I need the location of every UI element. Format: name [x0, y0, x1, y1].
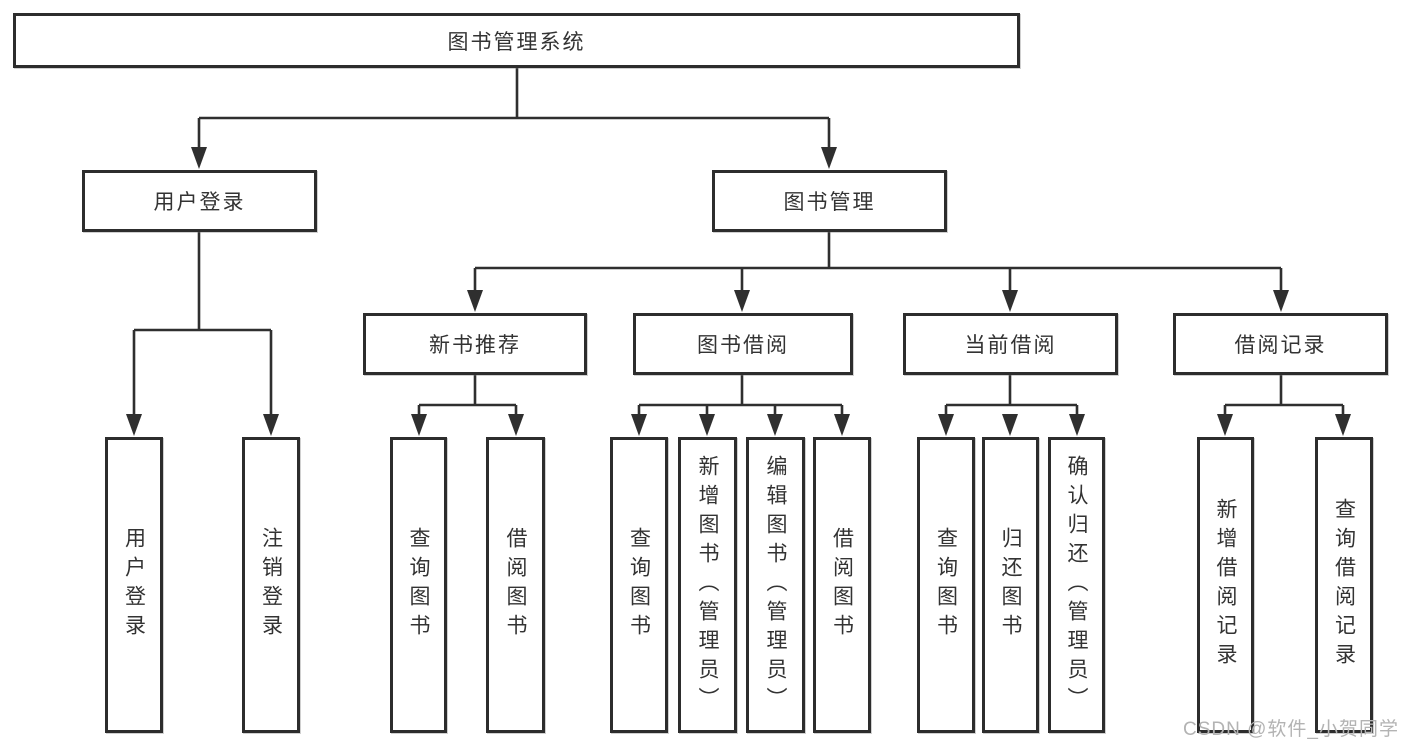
leaf-borrow-books-borrowing-label: 借阅图书 [830, 527, 854, 643]
leaf-logout: 注销登录 [242, 437, 300, 733]
leaf-add-books-admin: 新增图书（管理员） [678, 437, 737, 733]
leaf-query-books-borrowing-label: 查询图书 [627, 527, 651, 643]
leaf-confirm-return-admin-label: 确认归还（管理员） [1065, 454, 1088, 716]
leaf-borrow-books-newbooks: 借阅图书 [486, 437, 545, 733]
leaf-add-borrow-record: 新增借阅记录 [1197, 437, 1254, 733]
node-current-borrowing: 当前借阅 [903, 313, 1118, 375]
arrowheads [126, 147, 1351, 436]
leaf-query-books-newbooks-label: 查询图书 [407, 527, 430, 643]
leaf-query-borrow-record: 查询借阅记录 [1315, 437, 1373, 733]
node-library-management-system: 图书管理系统 [13, 13, 1020, 68]
leaf-query-borrow-record-label: 查询借阅记录 [1332, 498, 1356, 672]
leaf-return-books: 归还图书 [982, 437, 1039, 733]
node-new-book-recommend: 新书推荐 [363, 313, 587, 375]
leaf-borrow-books-newbooks-label: 借阅图书 [504, 527, 527, 643]
leaf-return-books-label: 归还图书 [999, 527, 1022, 643]
leaf-confirm-return-admin: 确认归还（管理员） [1048, 437, 1105, 733]
leaf-add-borrow-record-label: 新增借阅记录 [1214, 498, 1237, 672]
leaf-borrow-books-borrowing: 借阅图书 [813, 437, 871, 733]
node-book-management: 图书管理 [712, 170, 947, 232]
leaf-add-books-admin-label: 新增图书（管理员） [696, 454, 719, 716]
csdn-watermark: CSDN @软件_小贺同学 [1183, 719, 1399, 740]
leaf-user-login-label: 用户登录 [122, 527, 146, 643]
leaf-edit-books-admin: 编辑图书（管理员） [746, 437, 805, 733]
leaf-query-books-newbooks: 查询图书 [390, 437, 447, 733]
node-book-borrowing: 图书借阅 [633, 313, 853, 375]
leaf-edit-books-admin-label: 编辑图书（管理员） [764, 454, 787, 716]
leaf-query-books-current: 查询图书 [917, 437, 975, 733]
leaf-user-login: 用户登录 [105, 437, 163, 733]
leaf-query-books-current-label: 查询图书 [934, 527, 958, 643]
node-borrowing-records: 借阅记录 [1173, 313, 1388, 375]
node-user-login: 用户登录 [82, 170, 317, 232]
leaf-query-books-borrowing: 查询图书 [610, 437, 668, 733]
leaf-logout-label: 注销登录 [259, 527, 283, 643]
